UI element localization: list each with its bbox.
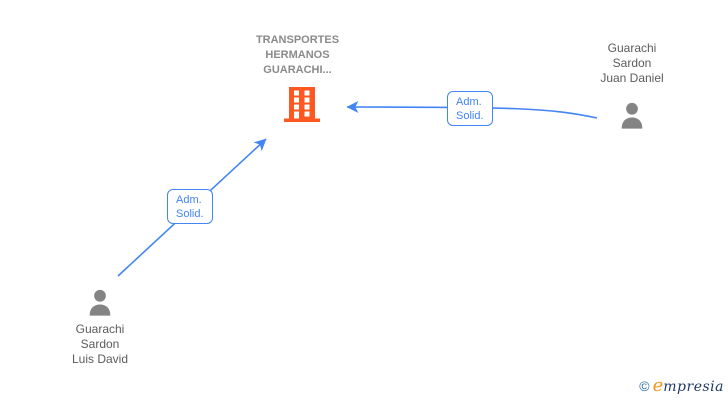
company-name-line-1: TRANSPORTES [255, 34, 340, 46]
person-name-line-3: Luis David [71, 352, 129, 366]
edge-label-line-1: Adm. [456, 95, 482, 108]
person-name-line-1: Guarachi [607, 41, 657, 55]
edge-label-line-1: Adm. [176, 193, 202, 206]
logo-rest: mpresia [663, 379, 724, 395]
company-name-line-3: GUARACHI... [263, 64, 332, 76]
person-icon [621, 102, 643, 129]
person-name-line-3: Juan Daniel [600, 71, 664, 85]
company-node[interactable] [284, 87, 320, 122]
edge-label-line-2: Solid. [176, 207, 204, 220]
logo-initial: e [652, 375, 664, 396]
edge-label-adm-solid-right: Adm. Solid. [447, 91, 493, 126]
person-node-juan-daniel[interactable] [616, 100, 648, 132]
empresia-logo-text: empresia [653, 375, 724, 396]
person-name-luis-david: Guarachi Sardon Luis David [40, 322, 160, 367]
edge-label-adm-solid-left: Adm. Solid. [167, 189, 213, 224]
empresia-logo: © empresia [639, 375, 724, 396]
copyright-icon: © [639, 378, 650, 394]
building-icon [284, 87, 320, 122]
person-name-juan-daniel: Guarachi Sardon Juan Daniel [572, 41, 692, 86]
person-name-line-2: Sardon [612, 56, 652, 70]
person-icon [89, 289, 111, 316]
person-name-line-2: Sardon [80, 337, 120, 351]
edge-label-line-2: Solid. [456, 109, 484, 122]
person-name-line-1: Guarachi [75, 322, 125, 336]
company-name: TRANSPORTES HERMANOS GUARACHI... [230, 33, 365, 78]
person-node-luis-david[interactable] [84, 287, 116, 319]
company-name-line-2: HERMANOS [265, 49, 330, 61]
